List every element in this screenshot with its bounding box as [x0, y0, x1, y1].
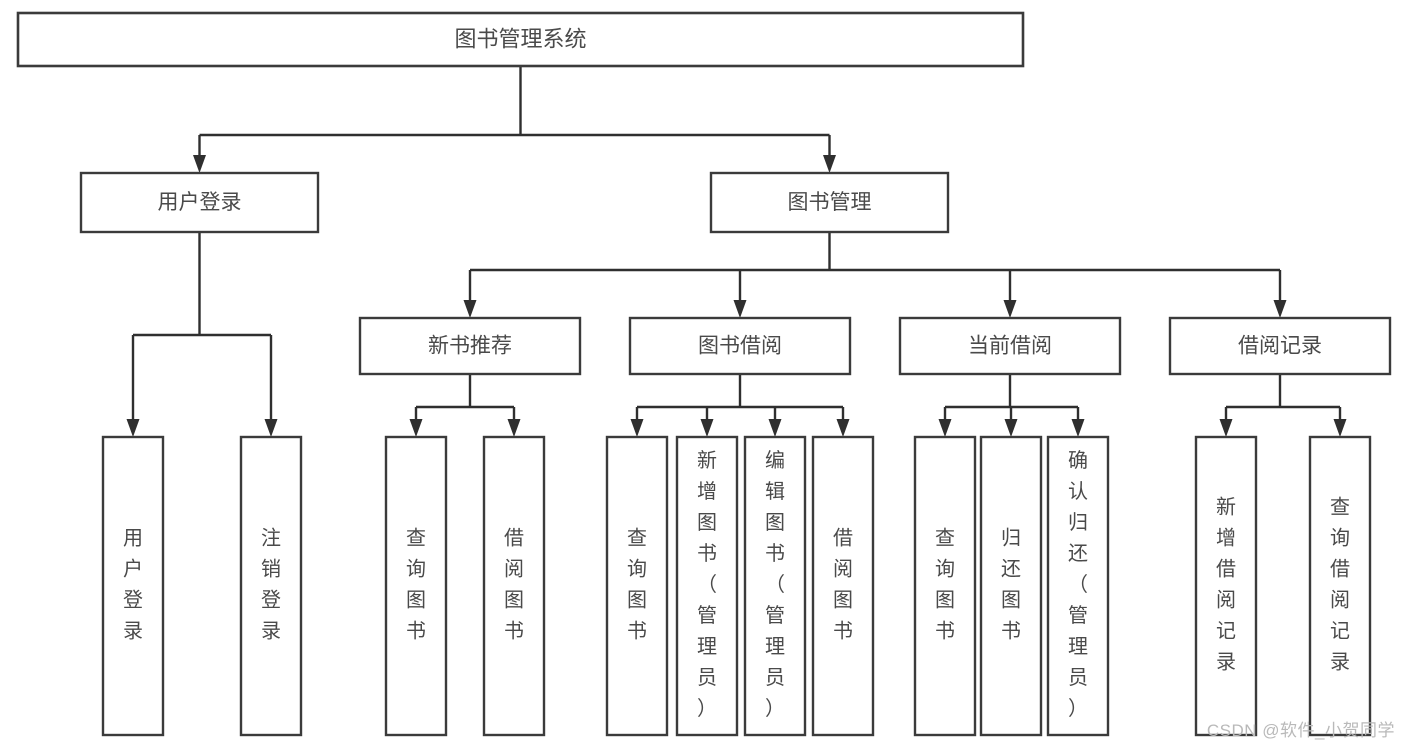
node-root[interactable]: 图书管理系统	[16, 11, 1025, 68]
arrow-head-icon	[700, 419, 714, 437]
node-label: 当前借阅	[968, 335, 1052, 358]
node-box[interactable]	[1308, 435, 1372, 737]
node-box[interactable]	[101, 435, 165, 737]
node-box[interactable]	[811, 435, 875, 737]
node-label: 查询图书	[935, 527, 955, 643]
node-leaf-borrow-book-1[interactable]: 借阅图书	[482, 435, 546, 737]
arrow-head-icon	[630, 419, 644, 437]
arrow-head-icon	[1273, 300, 1287, 318]
arrow-head-icon	[1071, 419, 1085, 437]
node-leaf-query-record[interactable]: 查询借阅记录	[1308, 435, 1372, 737]
node-layer: 图书管理系统用户登录图书管理新书推荐图书借阅当前借阅借阅记录用户登录注销登录查询…	[16, 11, 1392, 737]
node-label: 新增图书（管理员）	[697, 449, 717, 720]
node-label: 借阅记录	[1238, 335, 1322, 358]
watermark-text: CSDN @软件_小贺同学	[1206, 721, 1395, 740]
connector-layer	[126, 66, 1347, 437]
node-label: 新书推荐	[428, 335, 512, 358]
node-leaf-add-book[interactable]: 新增图书（管理员）	[675, 435, 739, 737]
arrow-head-icon	[823, 155, 836, 173]
node-book-borrow[interactable]: 图书借阅	[628, 316, 852, 376]
arrow-head-icon	[768, 419, 782, 437]
node-box[interactable]	[709, 171, 950, 234]
node-label: 新增借阅记录	[1216, 496, 1236, 674]
node-new-book-recommend[interactable]: 新书推荐	[358, 316, 582, 376]
node-box[interactable]	[239, 435, 303, 737]
edge-group-book-borrow	[630, 374, 850, 437]
node-box[interactable]	[16, 11, 1025, 68]
node-box[interactable]	[628, 316, 852, 376]
node-leaf-query-book-3[interactable]: 查询图书	[913, 435, 977, 737]
edge-group-user-login	[126, 232, 278, 437]
node-leaf-query-book-1[interactable]: 查询图书	[384, 435, 448, 737]
node-borrow-record[interactable]: 借阅记录	[1168, 316, 1392, 376]
arrow-head-icon	[463, 300, 477, 318]
node-box[interactable]	[979, 435, 1043, 737]
node-box[interactable]	[482, 435, 546, 737]
edge-group-root	[193, 66, 836, 173]
edge-group-new-book-recommend	[409, 374, 521, 437]
arrow-head-icon	[126, 419, 140, 437]
arrow-head-icon	[1333, 419, 1347, 437]
node-user-login[interactable]: 用户登录	[79, 171, 320, 234]
node-leaf-query-book-2[interactable]: 查询图书	[605, 435, 669, 737]
node-box[interactable]	[675, 435, 739, 737]
node-label: 确认归还（管理员）	[1068, 449, 1088, 720]
node-box[interactable]	[898, 316, 1122, 376]
node-label: 图书管理	[788, 191, 872, 214]
node-label: 用户登录	[123, 528, 143, 643]
edge-group-borrow-record	[1219, 374, 1347, 437]
arrow-head-icon	[1003, 300, 1017, 318]
node-label: 图书借阅	[698, 335, 782, 358]
arrow-head-icon	[264, 419, 278, 437]
arrow-head-icon	[733, 300, 747, 318]
node-label: 注销登录	[261, 527, 281, 643]
node-label: 归还图书	[1001, 527, 1021, 643]
arrow-head-icon	[507, 419, 521, 437]
arrow-head-icon	[836, 419, 850, 437]
node-box[interactable]	[384, 435, 448, 737]
arrow-head-icon	[1219, 419, 1233, 437]
node-box[interactable]	[1168, 316, 1392, 376]
node-label: 借阅图书	[504, 527, 524, 643]
node-leaf-return-book[interactable]: 归还图书	[979, 435, 1043, 737]
node-label: 查询图书	[406, 527, 426, 643]
node-leaf-logout[interactable]: 注销登录	[239, 435, 303, 737]
node-box[interactable]	[913, 435, 977, 737]
arrow-head-icon	[193, 155, 206, 173]
node-current-borrow[interactable]: 当前借阅	[898, 316, 1122, 376]
node-label: 用户登录	[158, 191, 242, 214]
arrow-head-icon	[409, 419, 423, 437]
node-leaf-confirm-return[interactable]: 确认归还（管理员）	[1046, 435, 1110, 737]
node-box[interactable]	[743, 435, 807, 737]
node-leaf-edit-book[interactable]: 编辑图书（管理员）	[743, 435, 807, 737]
arrow-head-icon	[938, 419, 952, 437]
edge-group-book-manage	[463, 232, 1287, 318]
node-label: 编辑图书（管理员）	[765, 449, 785, 720]
node-label: 查询图书	[627, 527, 647, 643]
node-label: 借阅图书	[833, 527, 853, 643]
node-box[interactable]	[79, 171, 320, 234]
node-leaf-add-record[interactable]: 新增借阅记录	[1194, 435, 1258, 737]
node-box[interactable]	[605, 435, 669, 737]
node-leaf-borrow-book-2[interactable]: 借阅图书	[811, 435, 875, 737]
node-book-manage[interactable]: 图书管理	[709, 171, 950, 234]
node-label: 查询借阅记录	[1330, 496, 1350, 674]
node-leaf-user-login[interactable]: 用户登录	[101, 435, 165, 737]
node-label: 图书管理系统	[454, 26, 586, 51]
node-box[interactable]	[1194, 435, 1258, 737]
node-box[interactable]	[358, 316, 582, 376]
arrow-head-icon	[1004, 419, 1018, 437]
node-box[interactable]	[1046, 435, 1110, 737]
edge-group-current-borrow	[938, 374, 1085, 437]
